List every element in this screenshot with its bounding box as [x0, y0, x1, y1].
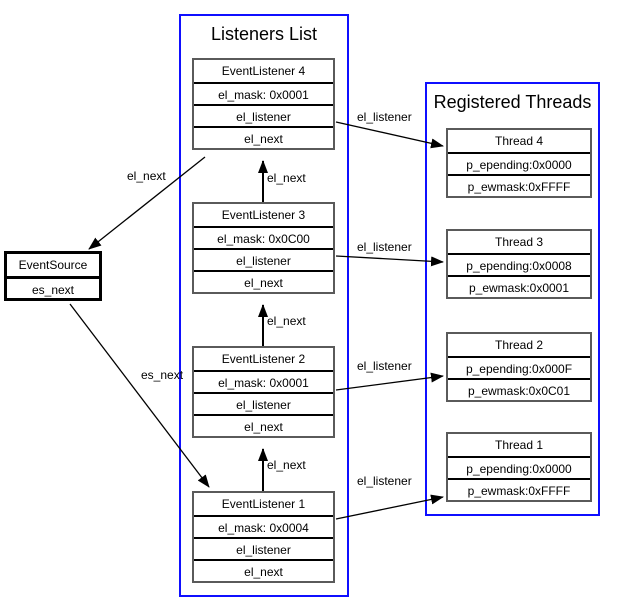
node-row: p_epending:0x000F: [448, 356, 590, 378]
node-row: el_listener: [194, 248, 333, 270]
edge-label-el-listener-3: el_listener: [357, 240, 412, 254]
node-row: el_listener: [194, 392, 333, 414]
node-row: el_mask: 0x0004: [194, 515, 333, 537]
edge-label-el-next-1-to-2: el_next: [267, 458, 306, 472]
node-row: el_mask: 0x0001: [194, 82, 333, 104]
edge-label-es-next: es_next: [141, 368, 184, 382]
node-row: el_mask: 0x0001: [194, 370, 333, 392]
node-title: EventSource: [18, 258, 88, 272]
node-row: el_mask: 0x0C00: [194, 226, 333, 248]
node-title: EventListener 3: [221, 208, 306, 222]
node-title: Thread 3: [494, 235, 544, 249]
registered-threads-title: Registered Threads: [433, 92, 592, 112]
edge-label-el-next-4-to-source: el_next: [127, 169, 166, 183]
node-row: el_next: [194, 414, 333, 436]
node-row: el_next: [194, 126, 333, 148]
thread-2-node: Thread 2 p_epending:0x000F p_ewmask:0x0C…: [446, 332, 592, 402]
edge-label-el-next-2-to-3: el_next: [267, 314, 306, 328]
node-row: es_next: [7, 276, 99, 298]
node-row: el_next: [194, 270, 333, 292]
node-row: p_ewmask:0xFFFF: [448, 478, 590, 500]
edge-label-el-listener-4: el_listener: [357, 110, 412, 124]
node-title: EventListener 4: [221, 64, 306, 78]
node-row: p_epending:0x0000: [448, 152, 590, 174]
node-row: p_epending:0x0000: [448, 456, 590, 478]
node-title: Thread 1: [494, 438, 544, 452]
event-listener-1-node: EventListener 1 el_mask: 0x0004 el_liste…: [192, 491, 335, 583]
listeners-list-title: Listeners List: [210, 24, 318, 44]
node-title: EventListener 1: [221, 497, 306, 511]
node-row: el_listener: [194, 537, 333, 559]
thread-1-node: Thread 1 p_epending:0x0000 p_ewmask:0xFF…: [446, 432, 592, 502]
node-row: p_ewmask:0x0C01: [448, 378, 590, 400]
edge-label-el-next-3-to-4: el_next: [267, 171, 306, 185]
thread-4-node: Thread 4 p_epending:0x0000 p_ewmask:0xFF…: [446, 128, 592, 198]
node-row: p_ewmask:0xFFFF: [448, 174, 590, 196]
registered-threads-container: Registered Threads: [425, 82, 600, 516]
node-title: Thread 2: [494, 338, 544, 352]
node-title: Thread 4: [494, 134, 544, 148]
thread-3-node: Thread 3 p_epending:0x0008 p_ewmask:0x00…: [446, 229, 592, 299]
event-listener-3-node: EventListener 3 el_mask: 0x0C00 el_liste…: [192, 202, 335, 294]
edge-label-el-listener-2: el_listener: [357, 359, 412, 373]
node-row: p_ewmask:0x0001: [448, 275, 590, 297]
event-listener-4-node: EventListener 4 el_mask: 0x0001 el_liste…: [192, 58, 335, 150]
event-listener-2-node: EventListener 2 el_mask: 0x0001 el_liste…: [192, 346, 335, 438]
node-row: el_listener: [194, 104, 333, 126]
node-row: el_next: [194, 559, 333, 581]
node-row: p_epending:0x0008: [448, 253, 590, 275]
event-source-node: EventSource es_next: [4, 251, 102, 301]
node-title: EventListener 2: [221, 352, 306, 366]
edge-label-el-listener-1: el_listener: [357, 474, 412, 488]
